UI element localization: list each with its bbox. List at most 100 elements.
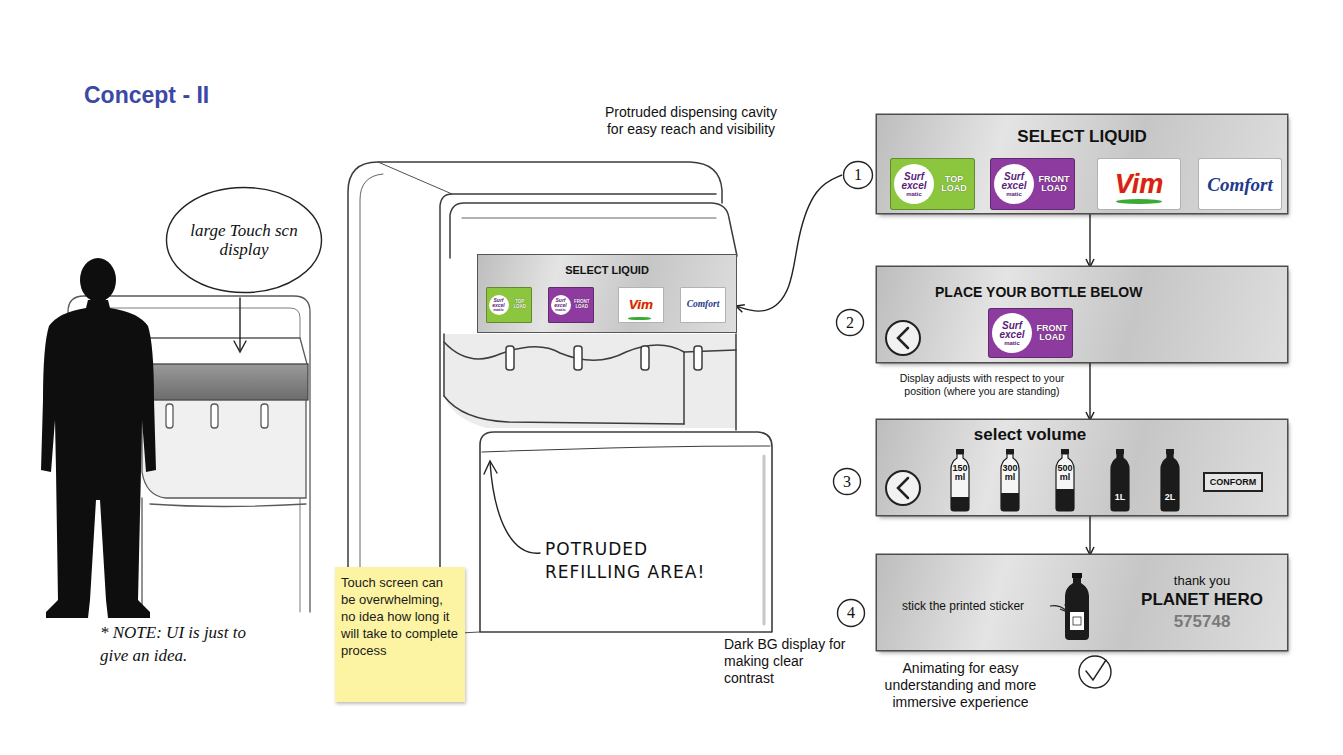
logo-swirl: Surf excelmatic <box>992 313 1032 353</box>
flow-arrow <box>1089 213 1090 267</box>
brand-logo: Comfort <box>680 287 726 323</box>
screen-heading: SELECT LIQUID <box>478 264 736 277</box>
logo-wordmark: Surf excel <box>993 321 1031 340</box>
bottle-body <box>1111 454 1129 511</box>
machine-display: Surf excelmaticTOP LOADSurf excelmaticFR… <box>478 255 736 332</box>
back-button <box>886 471 920 505</box>
cavity-shade <box>444 334 736 428</box>
sticky-note-text: Touch screen can be overwhelming, no ide… <box>341 575 459 659</box>
nozzle <box>506 346 514 370</box>
logo-wordmark: Vim <box>629 298 653 312</box>
refill-lip <box>482 446 770 452</box>
bottle-cap <box>956 449 964 454</box>
annotation-ellipse: large Touch scn display <box>165 186 323 294</box>
brand-logo: Surf excelmaticFRONT LOAD <box>988 308 1073 358</box>
panel-heading: SELECT LIQUID <box>877 127 1287 147</box>
logo-swoosh <box>1116 199 1162 204</box>
nozzle <box>211 404 218 428</box>
callout-note: Protruded dispensing cavity for easy rea… <box>602 104 780 138</box>
logo-wordmark: Comfort <box>687 300 720 310</box>
brand-logo: Surf excelmaticTOP LOAD <box>890 158 975 210</box>
leader-arrowhead <box>484 461 497 474</box>
nozzle <box>261 404 268 428</box>
bottle-cap <box>1166 449 1174 454</box>
brand-logo: Surf excelmaticFRONT LOAD <box>548 287 594 323</box>
logo-swirl: Surf excelmatic <box>551 295 571 315</box>
leader-line <box>484 461 540 553</box>
bottle-body <box>1056 454 1074 511</box>
handwritten-note: POTRUDED REFILLING AREA! <box>545 538 735 584</box>
leader-line <box>490 462 540 553</box>
cavity-lip <box>444 342 736 360</box>
ui-screen-panel: 150 ml300 ml500 ml1L2LCONFORMselect volu… <box>877 420 1287 515</box>
flow-arrow <box>1089 362 1090 420</box>
leader-line <box>239 298 240 350</box>
instruction-text: stick the printed sticker <box>902 599 1024 613</box>
bottle-option: 300 ml <box>998 449 1022 512</box>
bottle-body <box>1161 454 1179 511</box>
ui-screen-panel: Surf excelmaticTOP LOADSurf excelmaticFR… <box>877 115 1287 213</box>
refill-edge <box>142 498 306 612</box>
logo-wordmark: Surf excel <box>552 298 570 308</box>
check-mark <box>1079 656 1111 688</box>
logo-side: TOP LOAD <box>510 288 531 322</box>
nozzle <box>574 346 582 370</box>
cavity-floor <box>444 396 684 424</box>
screen-band <box>146 364 308 400</box>
bottle-body <box>951 454 969 511</box>
logo-swirl: Surf excelmatic <box>994 164 1034 204</box>
handwritten-note: large Touch scn display <box>189 221 299 260</box>
reward-title: PLANET HERO <box>1127 590 1277 610</box>
cavity-wall <box>444 334 736 430</box>
nozzle <box>166 404 173 428</box>
bottle-cap <box>1116 449 1124 454</box>
logo-side: TOP LOAD <box>936 159 972 209</box>
logo-wordmark: Surf excel <box>490 298 508 308</box>
panel-heading: select volume <box>955 425 1105 445</box>
bottle-option: 2L <box>1158 449 1182 512</box>
volume-label: 1L <box>1108 493 1132 502</box>
flow-arrow <box>736 175 842 311</box>
handwritten-note: * NOTE: UI is just to give an idea. <box>100 622 275 668</box>
callout-note: Dark BG display for making clear contras… <box>724 636 849 686</box>
logo-wordmark: Surf excel <box>895 172 933 191</box>
brand-logo: Vim <box>618 287 664 323</box>
back-chevron <box>898 328 908 348</box>
refill-shade <box>763 456 766 624</box>
logo-variant: FRONT LOAD <box>1036 175 1072 194</box>
check-circle <box>1079 656 1111 688</box>
bottle-option: 150 ml <box>948 449 972 512</box>
bottle-icon <box>1065 578 1089 640</box>
bottle-outline <box>1108 449 1132 512</box>
hood-edge <box>462 218 716 219</box>
callout-number: 1 <box>854 167 862 183</box>
brand-logo: Surf excelmatic TOP LOAD <box>486 287 532 323</box>
flow-arrow <box>1089 515 1090 555</box>
volume-label: 150 ml <box>948 464 972 483</box>
nozzle <box>694 346 702 370</box>
callout-number: 4 <box>847 605 855 621</box>
back-button <box>886 321 920 355</box>
logo-side: FRONT LOAD <box>1034 309 1070 357</box>
refill-box <box>480 432 772 632</box>
outline <box>838 600 865 627</box>
sticker <box>1070 612 1084 630</box>
person-head <box>80 258 116 302</box>
step-number: 4 <box>836 598 866 628</box>
bottle-cap <box>1006 449 1014 454</box>
cavity <box>142 400 306 498</box>
callout-note: Display adjusts with respect to your pos… <box>886 372 1078 397</box>
logo-subbrand: matic <box>1006 191 1022 197</box>
outline <box>837 310 864 336</box>
logo-wordmark: Surf excel <box>995 172 1033 191</box>
bottle-option: 500 ml <box>1053 449 1077 512</box>
volume-label: 300 ml <box>998 464 1022 483</box>
outline <box>834 469 861 495</box>
logo-variant: FRONT LOAD <box>572 300 593 309</box>
brand-logo: Comfort <box>1198 158 1282 210</box>
reward-code: 575748 <box>1127 612 1277 632</box>
callout-number: 2 <box>846 315 854 331</box>
back-chevron <box>898 478 908 498</box>
panel-decoration <box>877 267 1287 362</box>
logo-subbrand: matic <box>493 308 503 312</box>
